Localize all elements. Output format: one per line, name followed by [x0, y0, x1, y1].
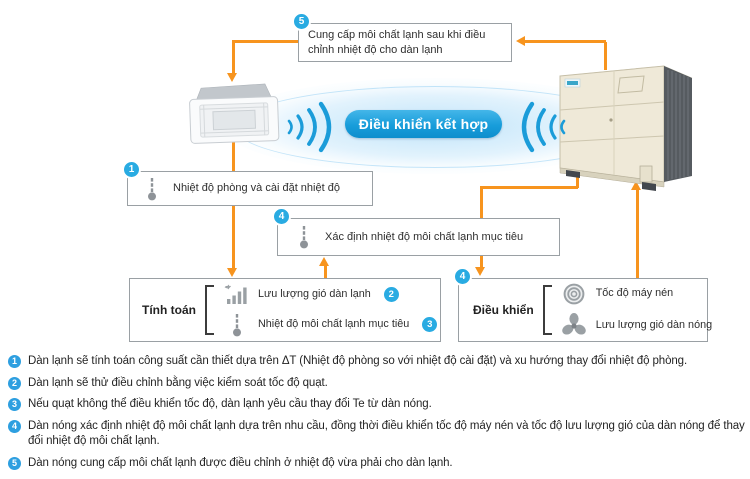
calc-row-airflow: Lưu lượng gió dàn lạnh 2 [223, 284, 437, 306]
indoor-cassette-illustration [189, 83, 280, 144]
ctrl-row-compressor: Tốc độ máy nén [561, 282, 712, 306]
airflow-bars-icon [223, 284, 250, 306]
connector-supply-left-v [232, 40, 235, 73]
arrow-into-ctrl-box [475, 267, 485, 276]
step-badge-3: 3 [422, 317, 438, 332]
supply-refrigerant-box: Cung cấp môi chất lạnh sau khi điều chỉn… [298, 23, 512, 62]
room-temp-label: Nhiệt độ phòng và cài đặt nhiệt độ [173, 182, 340, 195]
note-text-2: Dàn lạnh sẽ thử điều chỉnh bằng việc kiể… [28, 376, 328, 389]
ctrl-box-label: Điều khiển [473, 303, 534, 317]
calc-box-label: Tính toán [142, 303, 196, 317]
thermometer-icon [138, 177, 165, 201]
step-badge-4-target: 4 [272, 207, 291, 226]
signal-waves-left [283, 99, 337, 160]
note-badge-4: 4 [8, 420, 21, 434]
note-text-1: Dàn lạnh sẽ tính toán công suất cần thiế… [28, 355, 688, 367]
note-item: 5 Dàn nóng cung cấp môi chất lạnh được đ… [8, 456, 746, 471]
note-badge-5: 5 [8, 456, 21, 470]
notes-list: 1 Dàn lạnh sẽ tính toán công suất cần th… [8, 354, 746, 478]
indoor-cassette-unit [186, 82, 282, 146]
connector-outdoor-top-v [604, 42, 607, 70]
note-text-5: Dàn nóng cung cấp môi chất lạnh được điề… [28, 456, 453, 469]
step-badge-2: 2 [383, 287, 399, 302]
bracket-icon [205, 285, 214, 335]
note-badge-2: 2 [8, 376, 21, 390]
bracket-icon [542, 285, 552, 335]
note-text-4: Dàn nóng xác định nhiệt độ môi chất lạnh… [28, 420, 745, 448]
supply-refrigerant-label: Cung cấp môi chất lạnh sau khi điều chỉn… [308, 29, 486, 56]
note-item: 4 Dàn nóng xác định nhiệt độ môi chất lạ… [8, 419, 746, 449]
calc-target-temp-label: Nhiệt độ môi chất lạnh mục tiêu [258, 318, 410, 331]
outdoor-unit [554, 58, 700, 196]
step-badge-5: 5 [292, 12, 311, 31]
combined-control-pill: Điều khiển kết hợp [345, 110, 502, 138]
thermometer-icon [223, 313, 250, 337]
arrow-into-calc-box [227, 268, 237, 277]
ctrl-row-airflow: Lưu lượng gió dàn nóng [561, 312, 713, 339]
note-item: 2 Dàn lạnh sẽ thử điều chỉnh bằng việc k… [8, 376, 746, 391]
step-badge-1: 1 [122, 160, 141, 179]
connector-target-h [480, 186, 578, 189]
arrow-into-supply-box [516, 36, 525, 46]
ctrl-compressor-label: Tốc độ máy nén [595, 287, 674, 300]
signal-waves-right [516, 99, 570, 160]
connector-calc-up [324, 266, 327, 278]
connector-target-up-v [576, 175, 579, 188]
calc-box: Tính toán Lưu lượng gió dàn lạnh 2 Nhiệt… [129, 278, 441, 342]
outdoor-unit-illustration [559, 65, 693, 191]
connector-ctrl-up [636, 190, 639, 278]
compressor-spiral-icon [561, 282, 588, 306]
ctrl-box: Điều khiển Tốc độ máy nén [458, 278, 712, 342]
note-badge-3: 3 [8, 398, 21, 412]
target-temp-box: Xác định nhiệt độ môi chất lạnh mục tiêu [277, 218, 560, 256]
thermometer-icon [290, 225, 317, 249]
step-badge-4-ctrl: 4 [453, 267, 472, 286]
target-temp-label: Xác định nhiệt độ môi chất lạnh mục tiêu [325, 230, 524, 243]
room-temp-box: Nhiệt độ phòng và cài đặt nhiệt độ [127, 171, 373, 206]
arrow-into-outdoor-right [631, 181, 641, 190]
ctrl-airflow-label: Lưu lượng gió dàn nóng [595, 319, 713, 332]
note-text-3: Nếu quạt không thể điều khiển tốc độ, dà… [28, 398, 432, 411]
connector-outdoor-top-h [525, 40, 606, 43]
note-badge-1: 1 [8, 355, 21, 368]
arrow-into-target-box [319, 257, 329, 266]
note-item: 3 Nếu quạt không thể điều khiển tốc độ, … [8, 397, 746, 412]
arrow-into-indoor-unit [227, 73, 237, 82]
note-item: 1 Dàn lạnh sẽ tính toán công suất cần th… [8, 354, 746, 369]
connector-supply-left-h [233, 40, 299, 43]
fan-icon [561, 312, 588, 339]
calc-row-target-temp: Nhiệt độ môi chất lạnh mục tiêu 3 [223, 313, 438, 337]
calc-airflow-label: Lưu lượng gió dàn lạnh [258, 288, 371, 301]
